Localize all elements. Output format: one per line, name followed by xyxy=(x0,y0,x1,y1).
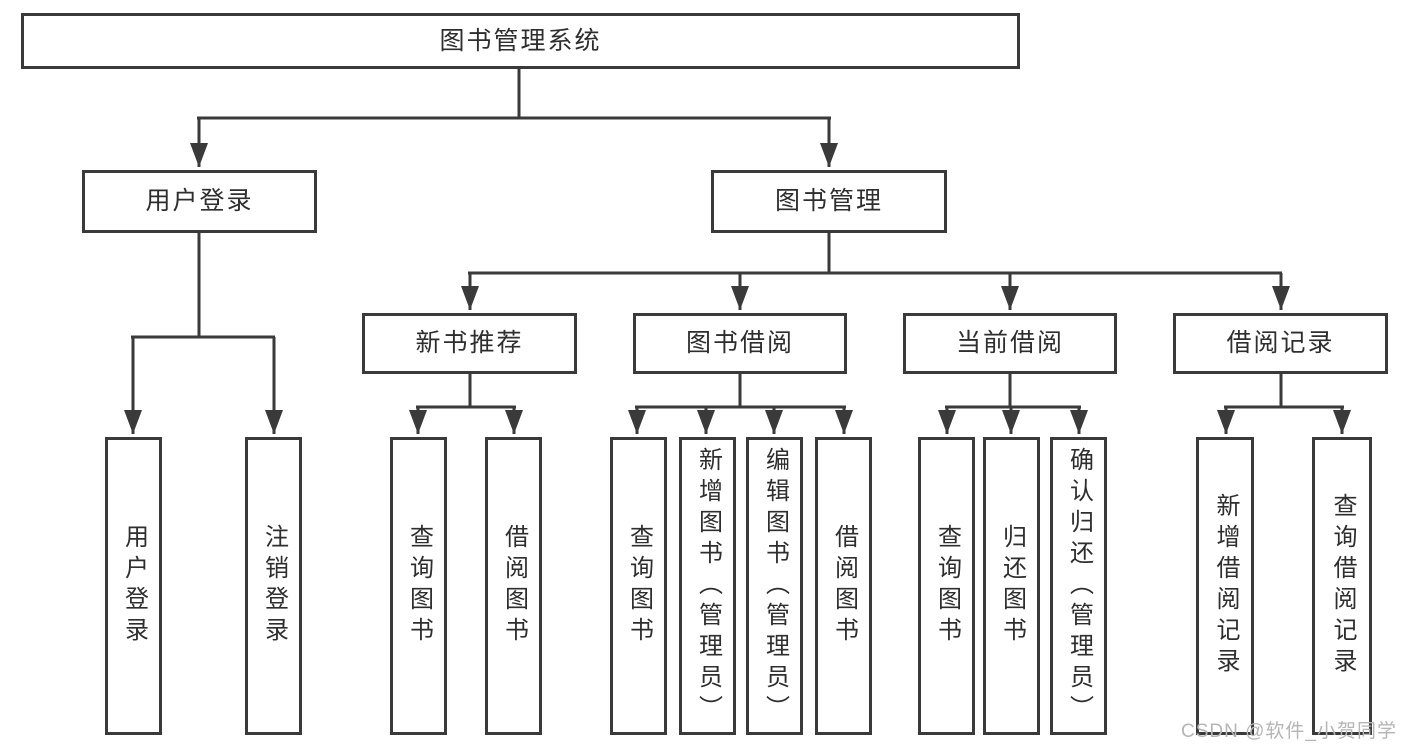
node-leaf-user-login: 用户登录 xyxy=(105,437,162,735)
node-system-root: 图书管理系统 xyxy=(21,13,1020,69)
connector-new-book-children xyxy=(409,374,523,434)
node-leaf-query-borrow-record: 查询借阅记录 xyxy=(1312,437,1372,735)
connector-records-children xyxy=(1217,374,1351,434)
csdn-watermark: CSDN @软件_小贺同学 xyxy=(1181,721,1397,742)
node-book-borrow: 图书借阅 xyxy=(633,313,847,374)
connector-borrow-children xyxy=(628,374,853,434)
node-leaf-return-book: 归还图书 xyxy=(983,437,1040,735)
node-leaf-query-book-3: 查询图书 xyxy=(918,437,975,735)
node-leaf-edit-book-admin: 编辑图书（管理员） xyxy=(746,437,803,735)
connector-user-login-children xyxy=(124,233,283,434)
node-leaf-add-borrow-record: 新增借阅记录 xyxy=(1196,437,1254,735)
node-leaf-query-book-2: 查询图书 xyxy=(610,437,667,735)
node-book-mgmt: 图书管理 xyxy=(711,170,947,233)
node-leaf-add-book-admin: 新增图书（管理员） xyxy=(679,437,736,735)
connector-current-children xyxy=(938,374,1088,434)
node-user-login: 用户登录 xyxy=(82,170,317,233)
node-leaf-query-book-1: 查询图书 xyxy=(390,437,447,735)
node-current-borrow: 当前借阅 xyxy=(903,313,1117,374)
connector-book-mgmt-sections xyxy=(461,233,1290,310)
node-leaf-logout: 注销登录 xyxy=(245,437,302,735)
node-borrow-records: 借阅记录 xyxy=(1173,313,1388,374)
node-new-book-rec: 新书推荐 xyxy=(362,313,577,374)
node-leaf-borrow-book-1: 借阅图书 xyxy=(485,437,542,735)
connector-root-to-level2 xyxy=(190,69,838,167)
node-leaf-confirm-return-admin: 确认归还（管理员） xyxy=(1050,437,1107,735)
node-leaf-borrow-book-2: 借阅图书 xyxy=(815,437,872,735)
